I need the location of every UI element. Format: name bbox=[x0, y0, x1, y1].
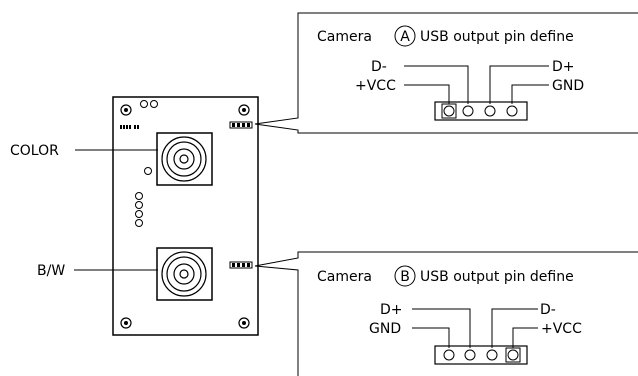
camera-board bbox=[112, 96, 259, 336]
callout-a-leader-vcc bbox=[404, 84, 450, 104]
callout-a-label-gnd: GND bbox=[552, 78, 584, 94]
board-connector-a bbox=[229, 121, 253, 129]
callout-a-badge-circle bbox=[394, 25, 416, 47]
callout-b-title: USB output pin define bbox=[420, 269, 574, 285]
callout-a: Camera A USB output pin define D- +VCC D… bbox=[254, 12, 638, 134]
board-connector-b bbox=[229, 261, 253, 269]
callout-a-prefix: Camera bbox=[317, 29, 372, 45]
mount-hole-bottom-right bbox=[238, 317, 250, 329]
callout-b-leader-gnd bbox=[412, 327, 450, 348]
smd-components bbox=[120, 125, 139, 129]
callout-a-connector bbox=[434, 101, 528, 121]
callout-a-pin2 bbox=[462, 105, 474, 117]
callout-b-label-gnd: GND bbox=[369, 321, 401, 337]
callout-a-pin1 bbox=[443, 105, 455, 117]
callout-b-leader-dminus bbox=[491, 308, 538, 348]
lens-color bbox=[156, 132, 213, 186]
callout-a-title: USB output pin define bbox=[420, 29, 574, 45]
callout-a-badge: A bbox=[400, 29, 410, 45]
callout-a-label-vcc: +VCC bbox=[355, 78, 396, 94]
mount-hole-bottom-left bbox=[120, 317, 132, 329]
callout-b-pin4 bbox=[507, 349, 519, 361]
callout-b-leader-vcc bbox=[512, 327, 538, 348]
callout-b-pin1 bbox=[443, 349, 455, 361]
lens-bw bbox=[156, 247, 213, 301]
callout-a-label-dplus: D+ bbox=[552, 59, 575, 75]
color-label: COLOR bbox=[10, 143, 59, 159]
small-hole bbox=[150, 100, 158, 108]
bw-label: B/W bbox=[37, 263, 65, 279]
callout-a-frame bbox=[254, 12, 638, 134]
callout-b: Camera B USB output pin define D+ GND D-… bbox=[254, 251, 638, 376]
callout-a-leader-gnd bbox=[511, 84, 549, 104]
callout-b-prefix: Camera bbox=[317, 269, 372, 285]
small-hole bbox=[140, 100, 148, 108]
callout-b-label-vcc: +VCC bbox=[541, 321, 582, 337]
pin-hole-column bbox=[135, 192, 143, 227]
callout-b-label-dplus: D+ bbox=[380, 302, 403, 318]
callout-b-badge: B bbox=[400, 269, 410, 285]
small-hole bbox=[144, 167, 152, 175]
callout-a-leader-dplus bbox=[489, 65, 549, 104]
callout-b-connector bbox=[434, 345, 528, 365]
callout-b-pin3 bbox=[486, 349, 498, 361]
mount-hole-top-left bbox=[120, 104, 132, 116]
board-outline bbox=[112, 96, 259, 336]
callout-b-badge-circle bbox=[394, 265, 416, 287]
callout-a-label-dminus: D- bbox=[371, 59, 387, 75]
mount-hole-top-right bbox=[238, 104, 250, 116]
callout-a-pin4 bbox=[506, 105, 518, 117]
callout-b-leader-dplus bbox=[412, 308, 471, 348]
callout-b-label-dminus: D- bbox=[540, 302, 556, 318]
callout-a-pin3 bbox=[484, 105, 496, 117]
callout-a-leader-dminus bbox=[404, 65, 469, 104]
callout-b-frame bbox=[254, 251, 638, 376]
callout-b-pin2 bbox=[464, 349, 476, 361]
